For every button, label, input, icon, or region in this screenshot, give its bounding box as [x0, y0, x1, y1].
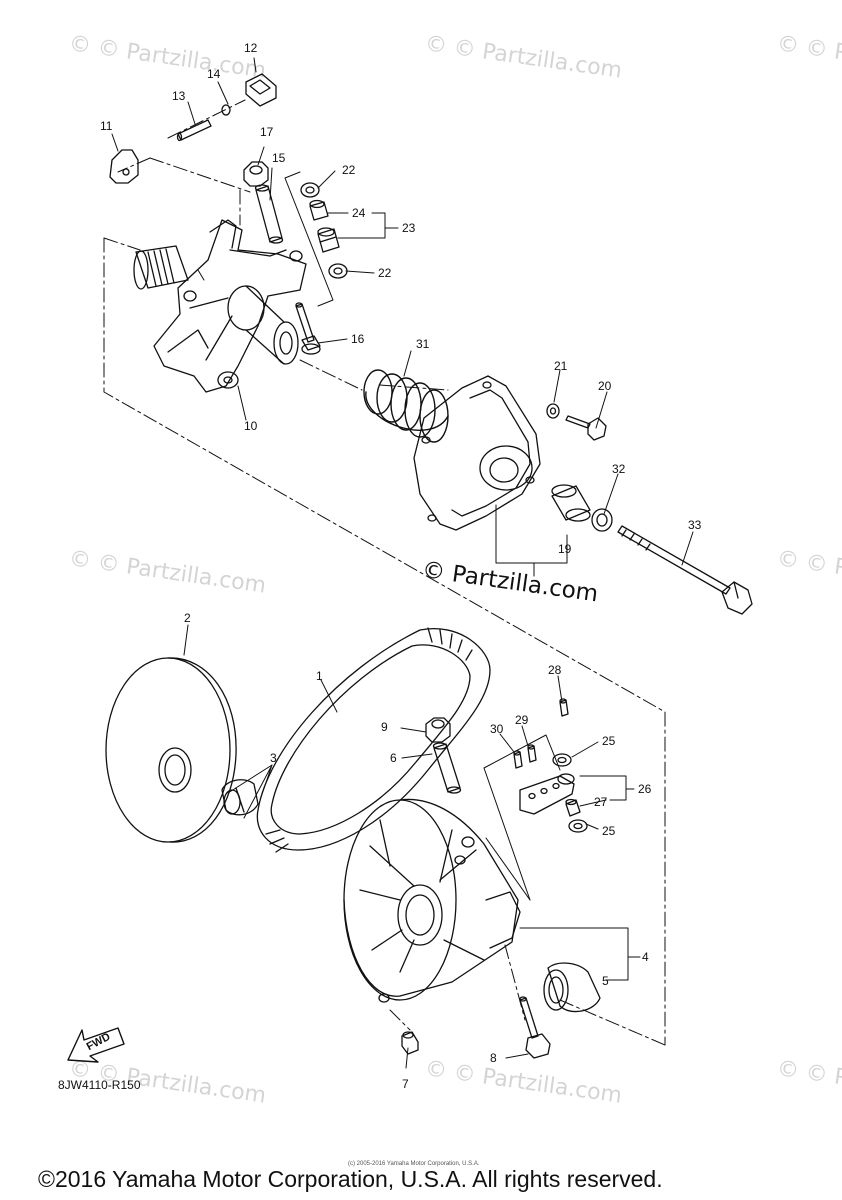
part-label-13: 13: [172, 89, 186, 103]
part-label-31: 31: [416, 337, 430, 351]
part-label-8: 8: [490, 1051, 497, 1065]
part-4-sheave-body: [343, 798, 521, 1003]
part-30-pin: [513, 750, 523, 769]
part-12-block: [245, 73, 277, 107]
part-17-nut: [243, 161, 269, 187]
part-label-4: 4: [642, 950, 649, 964]
part-19-cover-plate: [413, 375, 541, 531]
part-label-22-top: 22: [342, 163, 356, 177]
part-label-10: 10: [244, 419, 258, 433]
part-label-26: 26: [638, 782, 652, 796]
part-28-pin: [559, 698, 569, 717]
part-26-roller-arm: [519, 773, 575, 815]
part-19-bushing: [551, 484, 591, 522]
part-7-cap: [401, 1031, 419, 1055]
part-label-25-top: 25: [602, 734, 616, 748]
part-label-20: 20: [598, 379, 612, 393]
part-label-27: 27: [594, 795, 608, 809]
part-22-washer-top: [300, 182, 320, 198]
part-label-17: 17: [260, 125, 274, 139]
part-11-cap: [109, 149, 139, 184]
part-22-washer-bottom: [328, 263, 348, 279]
part-label-29: 29: [515, 713, 529, 727]
part-label-30: 30: [490, 722, 504, 736]
part-21-washer: [546, 403, 560, 419]
part-16-bolt: [295, 302, 321, 355]
part-32-washer: [591, 508, 613, 532]
part-20-bolt: [565, 415, 607, 441]
part-2-sheave: [105, 657, 237, 843]
part-label-1: 1: [316, 669, 323, 683]
part-label-16: 16: [351, 332, 365, 346]
fwd-arrow-icon: [67, 1027, 125, 1063]
part-label-9: 9: [381, 720, 388, 734]
part-13-pin: [176, 104, 231, 142]
assembly-outline: [103, 99, 666, 1046]
part-label-19: 19: [558, 542, 572, 556]
leader-lines: [111, 57, 694, 1069]
part-label-12: 12: [244, 41, 258, 55]
part-label-25-bottom: 25: [602, 824, 616, 838]
part-3-collar: [221, 779, 259, 816]
part-label-24: 24: [352, 206, 366, 220]
part-label-28: 28: [548, 663, 562, 677]
part-label-2: 2: [184, 611, 191, 625]
part-27-roller: [565, 798, 581, 817]
part-10-fixed-sheave: [133, 219, 307, 393]
part-label-5: 5: [602, 974, 609, 988]
part-31-spring: [363, 369, 449, 443]
part-9-nut: [425, 717, 451, 743]
part-33-bolt: [617, 525, 753, 615]
part-24-bushing: [309, 199, 329, 221]
part-label-23: 23: [402, 221, 416, 235]
tiny-copyright: (c) 2005-2016 Yamaha Motor Corporation, …: [348, 1161, 480, 1167]
part-8-bolt: [519, 996, 551, 1059]
part-5-bushing: [543, 962, 601, 1013]
part-label-32: 32: [612, 462, 626, 476]
part-25-washer-top: [552, 753, 572, 767]
part-29-pin: [527, 744, 537, 763]
part-23-bushing: [317, 227, 340, 253]
part-15-sleeve: [254, 184, 284, 244]
part-label-15: 15: [272, 151, 286, 165]
diagram-code: 8JW4110-R150: [58, 1078, 141, 1092]
part-label-21: 21: [554, 359, 568, 373]
part-label-7: 7: [402, 1077, 409, 1091]
part-label-6: 6: [390, 751, 397, 765]
part-label-3: 3: [270, 751, 277, 765]
part-label-33: 33: [688, 518, 702, 532]
part-6-sleeve: [432, 742, 462, 794]
copyright-footer: ©2016 Yamaha Motor Corporation, U.S.A. A…: [38, 1166, 663, 1192]
part-25-washer-bottom: [568, 819, 588, 833]
part-1-belt: [256, 627, 491, 853]
part-label-14: 14: [207, 67, 221, 81]
part-label-11: 11: [100, 119, 113, 133]
part-label-22-bottom: 22: [378, 266, 392, 280]
